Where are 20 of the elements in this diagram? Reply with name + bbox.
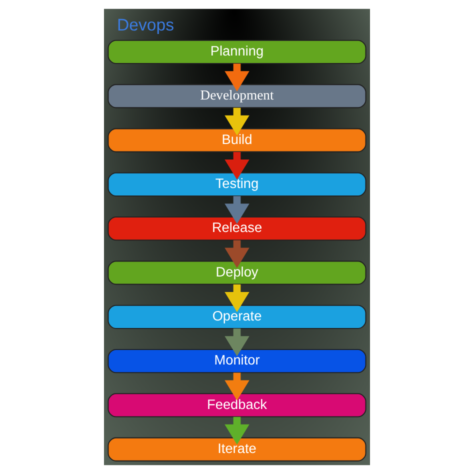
arrow	[224, 240, 250, 268]
arrow	[224, 196, 250, 224]
node-box: Testing	[108, 172, 366, 197]
node-box: Development	[108, 84, 366, 108]
arrow	[224, 416, 250, 445]
node-box: Operate	[108, 304, 366, 329]
node-box: Deploy	[108, 260, 366, 285]
arrow	[224, 152, 250, 180]
arrow	[224, 108, 250, 136]
node-box: Planning	[108, 40, 366, 64]
node-box: Monitor	[108, 348, 366, 374]
arrow	[224, 372, 250, 400]
diagram-title: Devops	[117, 16, 174, 35]
arrow	[224, 64, 250, 92]
node-box: Iterate	[108, 437, 366, 462]
node-box: Build	[108, 128, 366, 152]
arrow	[224, 284, 250, 312]
arrow	[224, 328, 250, 356]
node-box: Release	[108, 216, 366, 241]
node-box: Feedback	[108, 393, 366, 418]
